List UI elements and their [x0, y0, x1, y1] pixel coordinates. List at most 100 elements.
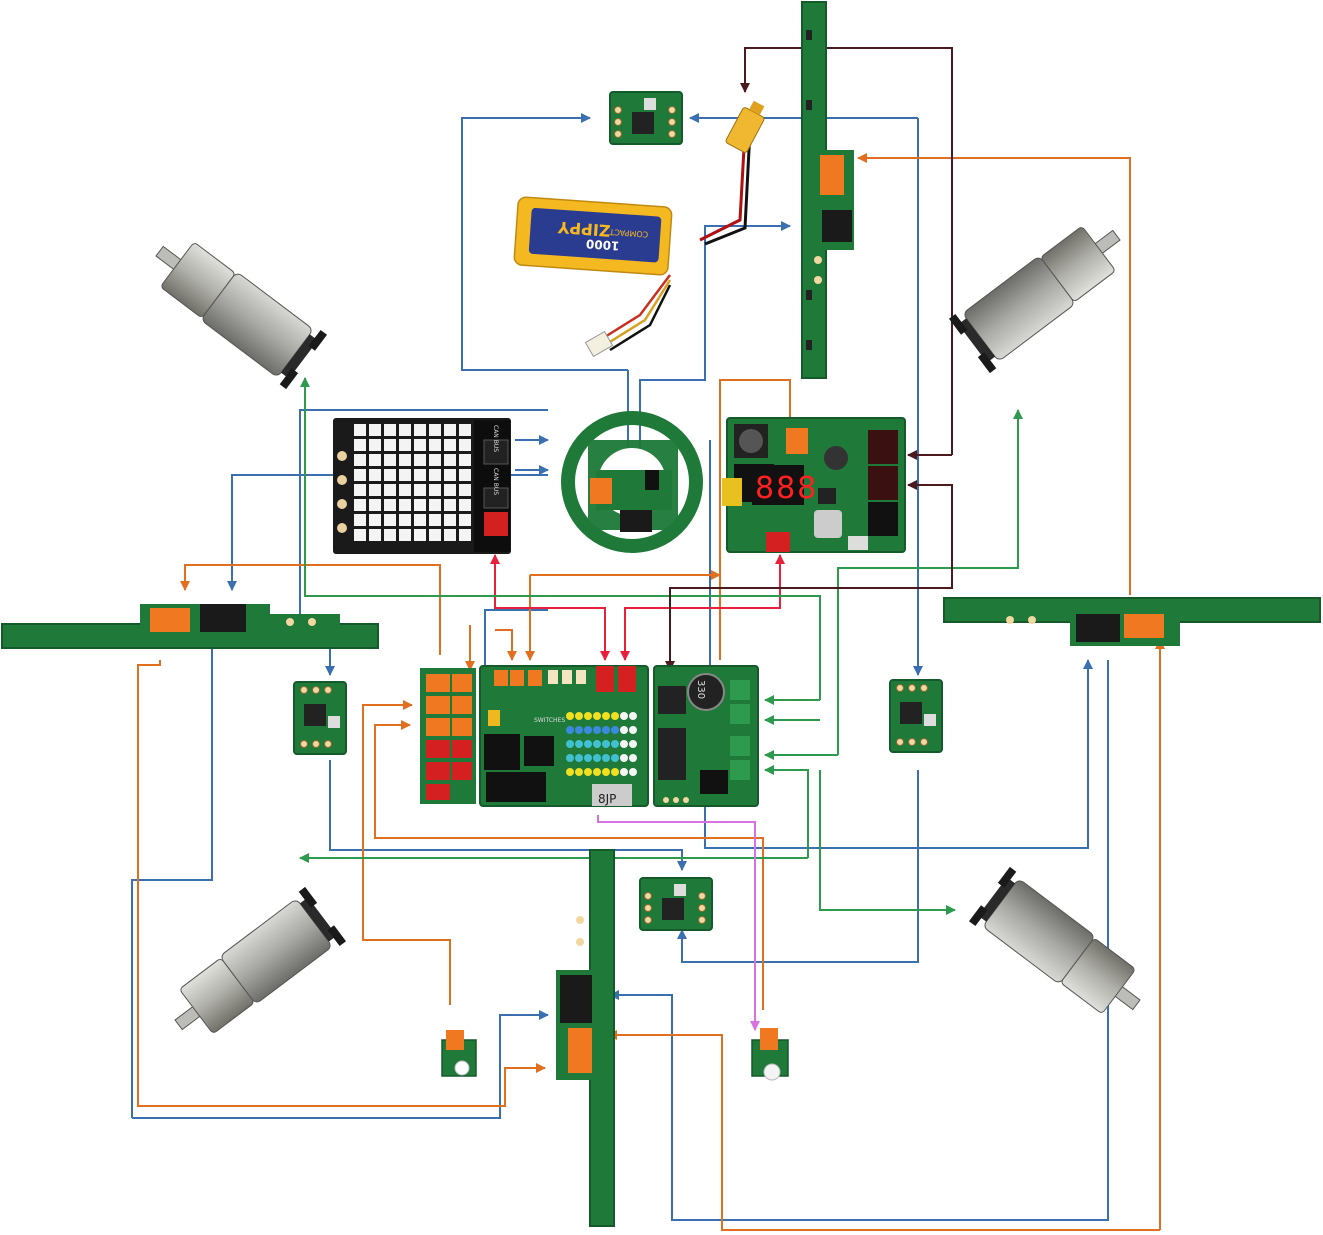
ir-sensor-ring-board [561, 411, 703, 553]
header-pin [611, 754, 619, 762]
motor-bottom-right [968, 866, 1158, 1033]
wire-orange [374, 720, 764, 1010]
wire-blue [461, 113, 628, 371]
led-pixel [369, 424, 381, 436]
header-pin [584, 768, 592, 776]
header-pin [566, 768, 574, 776]
battery-model-label: COMPACT [609, 227, 649, 239]
header-pin [629, 768, 637, 776]
led-pixel [414, 514, 426, 526]
header-pin [575, 712, 583, 720]
led-left [441, 1030, 477, 1077]
led-pixel [384, 439, 396, 451]
strip-right [943, 597, 1321, 646]
led-pixel [414, 439, 426, 451]
led-pixel [399, 469, 411, 481]
motor-top-right [948, 207, 1138, 374]
led-pixel [354, 514, 366, 526]
led-pixel [459, 529, 471, 541]
header-pin [566, 740, 574, 748]
led-pixel [384, 454, 396, 466]
wire-orange [857, 153, 1131, 595]
header-pin [566, 754, 574, 762]
led-pixel [399, 439, 411, 451]
wire-blue [677, 770, 919, 963]
imu-right [889, 679, 943, 753]
header-pin [593, 726, 601, 734]
header-pin [629, 740, 637, 748]
can-bus-label-bottom: CAN BUS [492, 468, 499, 495]
header-pin [593, 768, 601, 776]
header-pin [584, 712, 592, 720]
wire-green [819, 770, 956, 915]
main-controller-board: SWITCHES 8JP [479, 665, 649, 807]
led-pixel [414, 469, 426, 481]
wire-blue [704, 659, 1093, 849]
wire-orange [495, 629, 517, 661]
led-pixel [444, 529, 456, 541]
wire-blue [609, 660, 1109, 1221]
led-pixel [354, 499, 366, 511]
led-pixel [459, 499, 471, 511]
led-pixel [414, 499, 426, 511]
header-pin [602, 712, 610, 720]
header-pin [575, 726, 583, 734]
led-pixel [459, 454, 471, 466]
led-right [751, 1028, 789, 1081]
header-pin [602, 768, 610, 776]
wire-red [624, 554, 785, 640]
led-pixel [444, 439, 456, 451]
battery-capacity-label: 1000 [586, 237, 620, 253]
wire-blue [132, 1010, 549, 1119]
power-distribution-board: 888 [722, 417, 906, 553]
header-pin [584, 726, 592, 734]
strip-top [801, 1, 854, 379]
header-pin [611, 726, 619, 734]
header-pin [620, 768, 628, 776]
led-pixel [369, 529, 381, 541]
header-pin [611, 712, 619, 720]
led-pixel [459, 484, 471, 496]
motor-top-left [138, 223, 328, 390]
wire-orange [137, 660, 546, 1107]
header-pin-grid [566, 712, 637, 776]
wire-blue [329, 760, 687, 871]
led-pixel [414, 529, 426, 541]
led-pixel [369, 484, 381, 496]
led-pixel [399, 424, 411, 436]
led-pixel [354, 454, 366, 466]
connector-stack [420, 668, 476, 804]
led-pixel [414, 484, 426, 496]
led-pixel [429, 454, 441, 466]
wire-green [764, 765, 809, 858]
led-pixel [384, 469, 396, 481]
header-pin [611, 768, 619, 776]
led-matrix-board: CAN BUS CAN BUS [333, 418, 511, 554]
led-pixel [429, 439, 441, 451]
led-pixel [429, 484, 441, 496]
wire-orange [180, 564, 441, 655]
header-pin [566, 726, 574, 734]
led-pixel [354, 484, 366, 496]
lipo-battery: ZIPPY 1000 COMPACT [513, 100, 765, 358]
led-pixel [429, 424, 441, 436]
segment-display: 888 [755, 471, 818, 506]
imu-left [293, 681, 347, 755]
led-pixel [444, 454, 456, 466]
wire-orange [719, 379, 795, 660]
header-pin [620, 726, 628, 734]
led-pixel [354, 469, 366, 481]
led-pixel [444, 484, 456, 496]
led-pixel [459, 424, 471, 436]
led-pixel [384, 484, 396, 496]
header-pin [602, 726, 610, 734]
led-pixel [459, 469, 471, 481]
imu-bottom [639, 877, 713, 931]
capacitor-label: 330 [695, 680, 706, 699]
motor-bottom-left [157, 886, 347, 1053]
led-pixel [369, 514, 381, 526]
led-pixel [429, 514, 441, 526]
wire-brown [740, 47, 953, 455]
led-pixel [384, 499, 396, 511]
led-pixel [414, 424, 426, 436]
